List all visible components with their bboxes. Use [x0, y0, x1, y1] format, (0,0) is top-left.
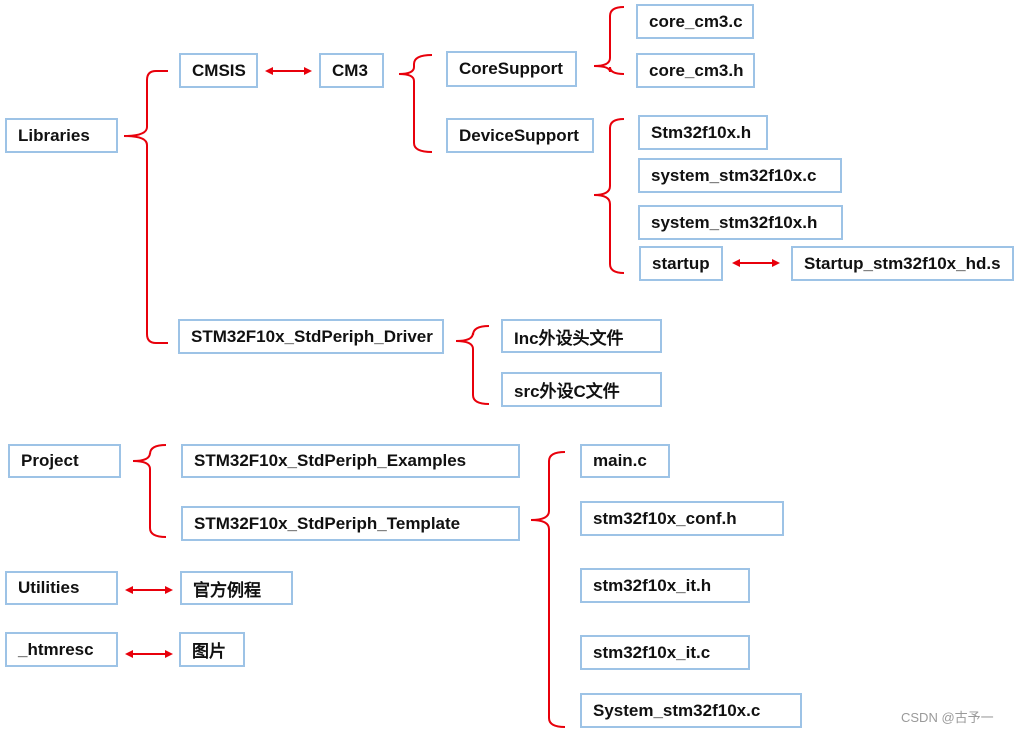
- stm32f10x-h-node: Stm32f10x.h: [638, 115, 768, 150]
- template-bracket: [530, 451, 566, 728]
- system-stm32f10x-h-node: system_stm32f10x.h: [638, 205, 843, 240]
- libraries-bracket: [123, 70, 168, 344]
- startup-arrow: [732, 259, 780, 267]
- project-bracket: [132, 444, 167, 538]
- cmsis-cm3-arrow: [265, 67, 312, 75]
- main-c-node: main.c: [580, 444, 670, 478]
- coresupport-node: CoreSupport: [446, 51, 577, 87]
- core-cm3-c-node: core_cm3.c: [636, 4, 754, 39]
- cm3-bracket: [398, 54, 433, 153]
- devicesupport-bracket: [593, 118, 625, 274]
- examples-node: STM32F10x_StdPeriph_Examples: [181, 444, 520, 478]
- devicesupport-node: DeviceSupport: [446, 118, 594, 153]
- libraries-node: Libraries: [5, 118, 118, 153]
- utilities-arrow: [125, 586, 173, 594]
- inc-files-node: Inc外设头文件: [501, 319, 662, 353]
- images-node: 图片: [179, 632, 245, 667]
- std-periph-driver-node: STM32F10x_StdPeriph_Driver: [178, 319, 444, 354]
- official-examples-node: 官方例程: [180, 571, 293, 605]
- cm3-node: CM3: [319, 53, 384, 88]
- conf-h-node: stm32f10x_conf.h: [580, 501, 784, 536]
- htmresc-arrow: [125, 650, 173, 658]
- htmresc-node: _htmresc: [5, 632, 118, 667]
- startup-file-node: Startup_stm32f10x_hd.s: [791, 246, 1014, 281]
- it-c-node: stm32f10x_it.c: [580, 635, 750, 670]
- utilities-node: Utilities: [5, 571, 118, 605]
- system-c-node: System_stm32f10x.c: [580, 693, 802, 728]
- core-cm3-h-node: core_cm3.h: [636, 53, 755, 88]
- driver-bracket: [455, 325, 490, 405]
- src-files-node: src外设C文件: [501, 372, 662, 407]
- cmsis-node: CMSIS: [179, 53, 258, 88]
- startup-node: startup: [639, 246, 723, 281]
- it-h-node: stm32f10x_it.h: [580, 568, 750, 603]
- template-node: STM32F10x_StdPeriph_Template: [181, 506, 520, 541]
- system-stm32f10x-c-node: system_stm32f10x.c: [638, 158, 842, 193]
- watermark: CSDN @古予一: [901, 710, 994, 725]
- project-node: Project: [8, 444, 121, 478]
- coresupport-bracket: [593, 6, 625, 75]
